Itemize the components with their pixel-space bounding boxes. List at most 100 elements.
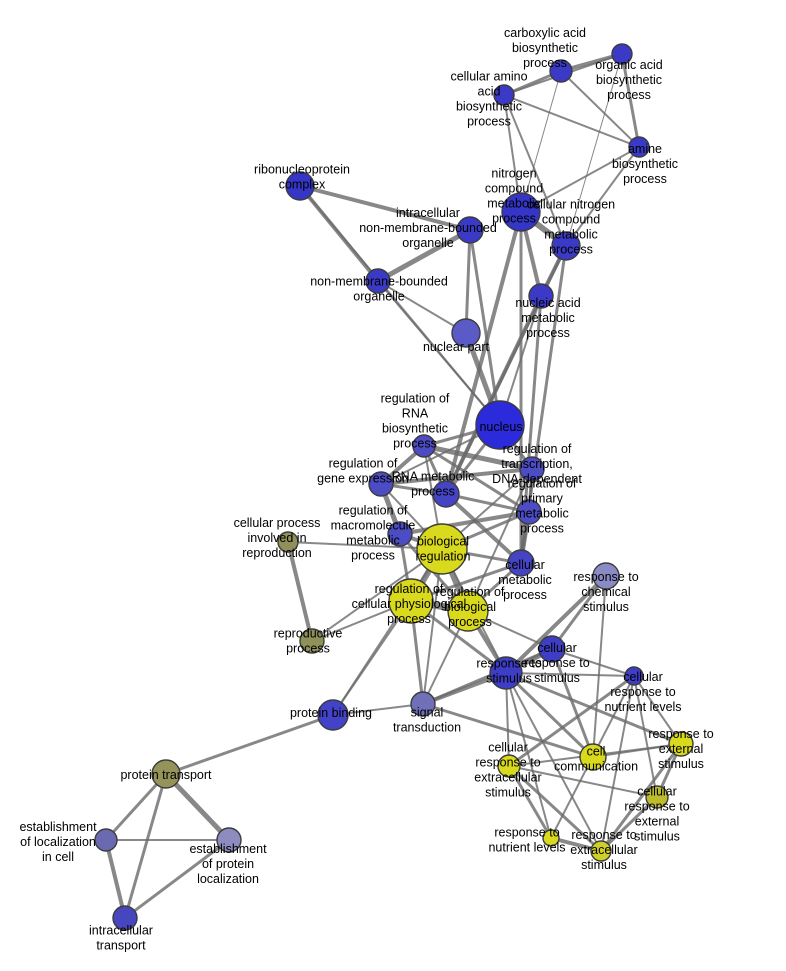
node-cell_resp_nutrient[interactable] [624,666,644,686]
node-protein_transport[interactable] [151,759,181,789]
edge-reg_transcription-reg_bio_process [467,468,533,612]
edge-nucleic-rna_metabolic [444,294,543,496]
node-amine[interactable] [628,136,650,158]
node-est_local_cell[interactable] [94,828,118,852]
edge-organic-amine [620,52,641,149]
node-label-protein_transport: protein transport [120,768,212,782]
node-repro_process[interactable] [299,628,325,654]
node-cell_comm[interactable] [579,743,607,771]
node-intra_transport[interactable] [112,905,138,931]
edge-cell_resp_extracell-cell_resp_external [508,765,658,798]
node-reg_primary[interactable] [516,499,542,525]
edge-cell_repro-repro_process [286,540,314,643]
node-cell_nitrogen[interactable] [551,231,581,261]
edge-cell_resp_external-resp_extracell [599,795,659,853]
edge-cell_resp_stim-cell_resp_nutrient [551,648,635,677]
edge-cell_resp_nutrient-cell_resp_external [633,675,658,798]
node-nuclear_part[interactable] [451,318,481,348]
node-reg_cell_phys[interactable] [388,578,434,624]
node-cell_metabolic[interactable] [507,549,535,577]
edge-intra_nmbo-nmbo [375,227,473,284]
node-cell_resp_external[interactable] [645,785,669,809]
edge-cell_resp_extracell-resp_extracell [507,764,603,853]
edges-layer [104,52,683,920]
edge-bio_regulation-signal_transduction [422,548,443,705]
node-resp_extracell[interactable] [590,840,612,862]
node-resp_external[interactable] [668,731,694,757]
edge-resp_chemical-cell_resp_stim [550,574,608,651]
node-cell_resp_stim[interactable] [538,635,566,663]
node-reg_bio_process[interactable] [447,590,489,632]
node-cell_repro[interactable] [277,531,299,553]
edge-organic-cell_nitrogen [565,53,623,247]
node-nucleic[interactable] [528,283,554,309]
edge-est_local_cell-intra_transport [104,838,127,920]
edge-protein_transport-est_protein_local [163,771,232,843]
node-reg_gene[interactable] [368,471,394,497]
node-reg_transcription[interactable] [519,456,545,482]
edge-resp_stimulus-resp_nutrient [505,672,552,839]
node-reg_rna[interactable] [412,434,436,458]
edge-resp_stimulus-cell_resp_nutrient [505,672,635,677]
node-label-protein_binding: protein binding [290,706,372,720]
edge-repro_process-bio_regulation [311,548,443,642]
node-carboxylic[interactable] [549,59,573,83]
node-bio_regulation[interactable] [416,523,468,575]
node-nitrogen[interactable] [501,192,541,232]
node-resp_chemical[interactable] [592,562,620,590]
edge-resp_external-resp_extracell [599,742,683,853]
edge-amine-cell_nitrogen [565,146,640,247]
node-intra_nmbo[interactable] [456,216,484,244]
node-protein_binding[interactable] [317,699,349,731]
edge-reg_transcription-reg_gene [379,467,534,486]
edge-cell_resp_stim-cell_comm [550,647,595,759]
node-amino[interactable] [493,84,515,106]
edge-carboxylic-nitrogen [520,70,562,213]
edge-amino-nitrogen [503,94,522,213]
edge-resp_chemical-cell_comm [592,575,607,758]
edge-resp_chemical-resp_stimulus [504,574,608,675]
node-resp_stimulus[interactable] [489,656,523,690]
node-nucleus[interactable] [475,400,525,450]
edge-cell_resp_nutrient-resp_external [633,675,682,745]
node-rnp[interactable] [285,171,315,201]
node-cell_resp_extracell[interactable] [497,754,521,778]
nodes-layer [94,43,694,931]
edge-resp_stimulus-resp_extracell [505,672,602,852]
node-est_protein_local[interactable] [216,827,242,853]
node-nmbo[interactable] [365,268,391,294]
node-rna_metabolic[interactable] [432,480,460,508]
edge-protein_binding-protein_transport [164,713,335,776]
node-organic[interactable] [611,43,633,65]
edge-resp_stimulus-cell_comm [504,671,595,759]
node-reg_macromol[interactable] [387,521,413,547]
node-label-nucleus: nucleus [479,420,522,434]
edge-cell_resp_extracell-resp_nutrient [507,764,553,840]
node-resp_nutrient[interactable] [542,829,560,847]
node-signal_transduction[interactable] [410,691,436,717]
edge-rna_metabolic-reg_primary [444,492,531,514]
